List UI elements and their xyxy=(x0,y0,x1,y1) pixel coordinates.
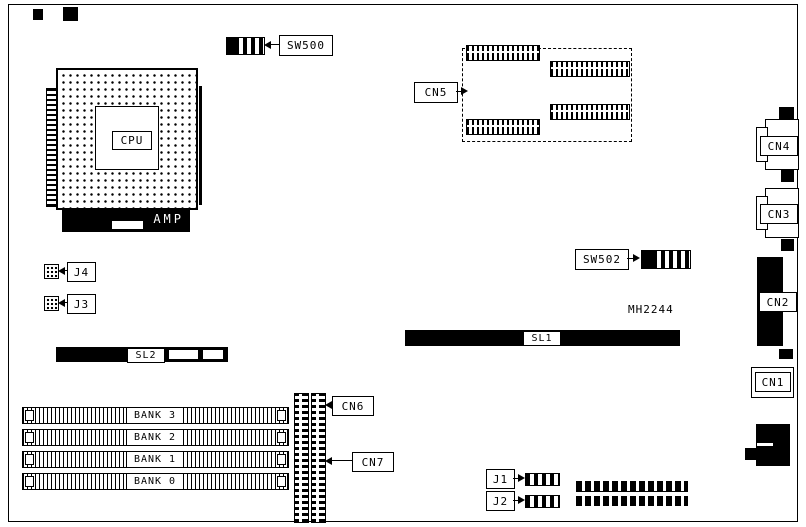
bank-latch xyxy=(277,410,286,421)
bottom-right-connector-tab xyxy=(745,448,757,460)
bottom-pin-header-row xyxy=(576,496,688,506)
bank-latch xyxy=(277,432,286,443)
sw500-arrow-line xyxy=(270,44,279,45)
cn5-pin-strip xyxy=(466,45,540,61)
cn2-label: CN2 xyxy=(759,292,797,312)
bank-latch xyxy=(277,454,286,465)
cn5-pin-strip xyxy=(550,104,630,120)
j1-arrow-icon xyxy=(518,474,525,482)
sl2-slot-segment xyxy=(169,350,198,359)
memory-bank-socket: BANK 0 xyxy=(22,473,289,490)
cn7-arrow-line xyxy=(331,460,352,461)
bank-latch xyxy=(25,410,34,421)
edge-component xyxy=(781,170,794,182)
dip-switch-positions xyxy=(235,38,264,54)
j2-header xyxy=(525,495,560,508)
corner-component xyxy=(33,9,43,20)
j1-arrow-line xyxy=(513,478,519,479)
amp-heatsink-bar: AMP xyxy=(62,208,190,232)
j3-arrow-icon xyxy=(58,299,65,307)
cn7-arrow-icon xyxy=(325,457,332,465)
sl2-slot-segment xyxy=(203,350,223,359)
cn3-label: CN3 xyxy=(760,204,798,224)
cn6-label: CN6 xyxy=(332,396,374,416)
j4-arrow-icon xyxy=(58,267,65,275)
dip-switch-block xyxy=(642,251,653,268)
j3-arrow-line xyxy=(64,302,67,303)
cn6-arrow-icon xyxy=(325,401,332,409)
cn5-region-outline xyxy=(462,48,632,142)
memory-bank-socket: BANK 1 xyxy=(22,451,289,468)
bank-latch xyxy=(25,476,34,487)
cn7-label: CN7 xyxy=(352,452,394,472)
cn5-pin-strip xyxy=(466,119,540,135)
edge-component xyxy=(781,239,794,251)
dip-switch-block xyxy=(227,38,235,54)
sl1-label: SL1 xyxy=(523,331,561,346)
cn5-pin-strip xyxy=(550,61,630,77)
sw502-label: SW502 xyxy=(575,249,629,270)
cn5-label: CN5 xyxy=(414,82,458,103)
edge-component xyxy=(779,349,793,359)
part-number-text: MH2244 xyxy=(628,303,674,316)
j4-header xyxy=(44,264,59,279)
j3-label: J3 xyxy=(67,294,96,314)
sw502-dip-switch xyxy=(641,250,691,269)
j2-arrow-icon xyxy=(518,496,525,504)
sw500-label: SW500 xyxy=(279,35,333,56)
j3-header xyxy=(44,296,59,311)
sw502-arrow-icon xyxy=(633,254,640,262)
cpu-label: CPU xyxy=(112,131,152,150)
sl2-label: SL2 xyxy=(127,348,165,363)
j4-label: J4 xyxy=(67,262,96,282)
cn5-arrow-icon xyxy=(461,87,468,95)
bank-latch xyxy=(277,476,286,487)
cn5-arrow-line xyxy=(456,91,462,92)
j2-label: J2 xyxy=(486,491,515,511)
amp-bar-slot xyxy=(112,221,143,229)
bank-label: BANK 2 xyxy=(126,429,184,446)
sw500-arrow-icon xyxy=(264,41,271,49)
cn4-label: CN4 xyxy=(760,136,798,156)
bottom-pin-header-row xyxy=(576,481,688,492)
bank-latch xyxy=(25,454,34,465)
j2-arrow-line xyxy=(513,500,519,501)
dip-switch-positions xyxy=(653,251,690,268)
cn6-cn7-pin-header-column xyxy=(294,393,309,523)
sw500-dip-switch xyxy=(226,37,265,55)
cpu-side-rail xyxy=(199,86,202,205)
j1-header xyxy=(525,473,560,486)
corner-component xyxy=(63,7,78,21)
board-outline xyxy=(8,4,798,522)
bank-label: BANK 1 xyxy=(126,451,184,468)
bank-label: BANK 3 xyxy=(126,407,184,424)
bottom-right-connector-notch xyxy=(757,443,773,446)
cn6-cn7-pin-header-column xyxy=(311,393,326,523)
edge-component xyxy=(779,107,794,119)
bank-latch xyxy=(25,432,34,443)
j1-label: J1 xyxy=(486,469,515,489)
j4-arrow-line xyxy=(64,270,67,271)
cn1-label: CN1 xyxy=(755,372,791,392)
memory-bank-socket: BANK 3 xyxy=(22,407,289,424)
bank-label: BANK 0 xyxy=(126,473,184,490)
amp-label: AMP xyxy=(153,212,184,226)
sw502-arrow-line xyxy=(627,258,635,259)
memory-bank-socket: BANK 2 xyxy=(22,429,289,446)
